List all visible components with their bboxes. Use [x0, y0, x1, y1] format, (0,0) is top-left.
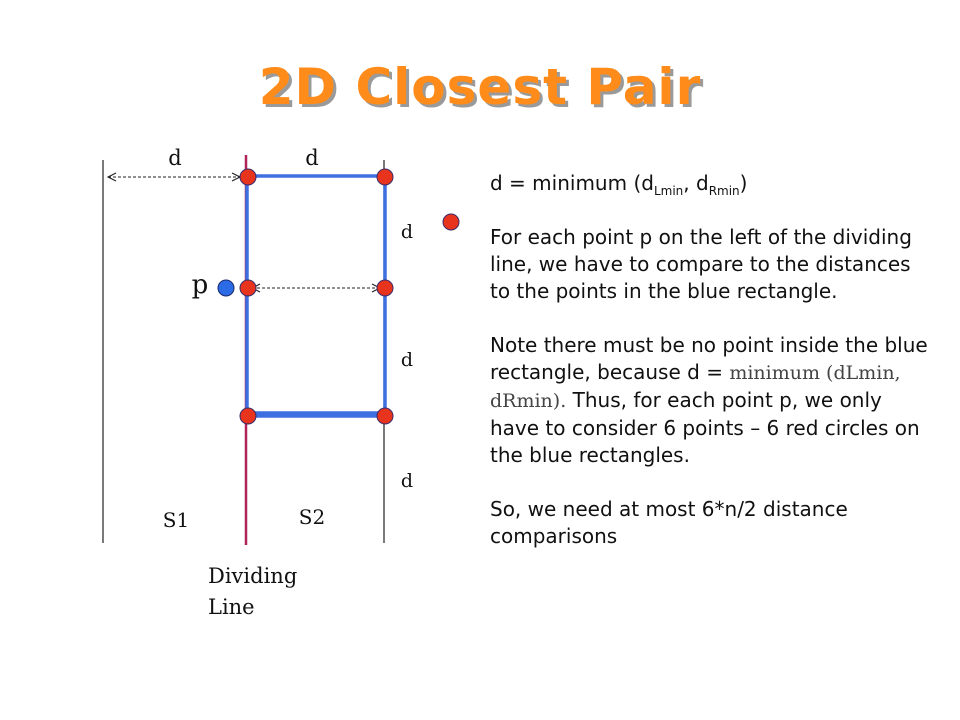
- explanation-text: d = minimum (dLmin, dRmin) For each poin…: [490, 170, 930, 577]
- label-d-top-right: d: [305, 146, 318, 170]
- red-point: [376, 168, 394, 186]
- label-dividing: Dividing: [208, 564, 297, 588]
- point-p: [217, 279, 235, 297]
- formula-sub-lmin: Lmin: [653, 184, 684, 198]
- formula-suffix: ): [739, 171, 748, 195]
- red-point: [376, 279, 394, 297]
- label-line: Line: [208, 595, 255, 619]
- paragraph-2-part-b: minimum (dLmin, dRmin).: [490, 362, 901, 412]
- red-point: [239, 407, 257, 425]
- paragraph-3: So, we need at most 6*n/2 distance compa…: [490, 497, 848, 548]
- label-d-right-1: d: [401, 221, 413, 243]
- slide-title: 2D Closest Pair: [258, 58, 702, 116]
- red-point: [376, 407, 394, 425]
- label-p: p: [192, 270, 209, 300]
- paragraph-2-part-c: Thus, for each point p, we only have to …: [490, 388, 920, 467]
- red-point: [239, 168, 257, 186]
- paragraph-2: Note there must be no point inside the b…: [490, 332, 930, 469]
- formula-sub-rmin: Rmin: [708, 184, 740, 198]
- blue-rectangle: [245, 174, 387, 418]
- red-point: [239, 279, 257, 297]
- label-s2: S2: [299, 505, 325, 529]
- paragraph-2-part-a: Note there must be no point inside the b…: [490, 333, 928, 384]
- label-d-top-left: d: [168, 146, 181, 170]
- formula-prefix: d = minimum (d: [490, 171, 654, 195]
- red-point-outside: [442, 213, 460, 231]
- label-d-right-2: d: [401, 349, 413, 371]
- label-d-right-3: d: [401, 470, 413, 492]
- formula-line: d = minimum (dLmin, dRmin): [490, 170, 930, 197]
- label-s1: S1: [163, 508, 189, 532]
- formula-mid: , d: [683, 171, 709, 195]
- paragraph-1: For each point p on the left of the divi…: [490, 225, 912, 303]
